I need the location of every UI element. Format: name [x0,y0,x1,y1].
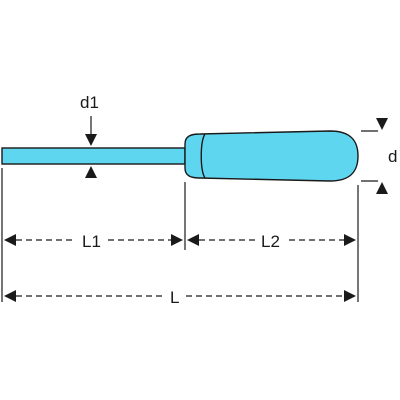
d1-arrow-top [85,134,97,146]
label-d1: d1 [80,93,99,112]
d-arrow-bottom [376,182,388,194]
d1-arrow-bottom [85,166,97,178]
L1-arrow-right [171,234,183,246]
handle [184,130,359,182]
d-arrow-top [376,118,388,130]
L2-arrow-right [344,234,356,246]
L-arrow-right [344,290,356,302]
label-L2: L2 [261,232,280,251]
shaft [1,147,186,165]
label-L1: L1 [82,232,101,251]
handle-neck [200,133,206,179]
label-L: L [170,288,179,307]
L1-arrow-left [4,234,16,246]
L2-arrow-left [187,234,199,246]
L-arrow-left [4,290,16,302]
label-d: d [388,147,397,166]
